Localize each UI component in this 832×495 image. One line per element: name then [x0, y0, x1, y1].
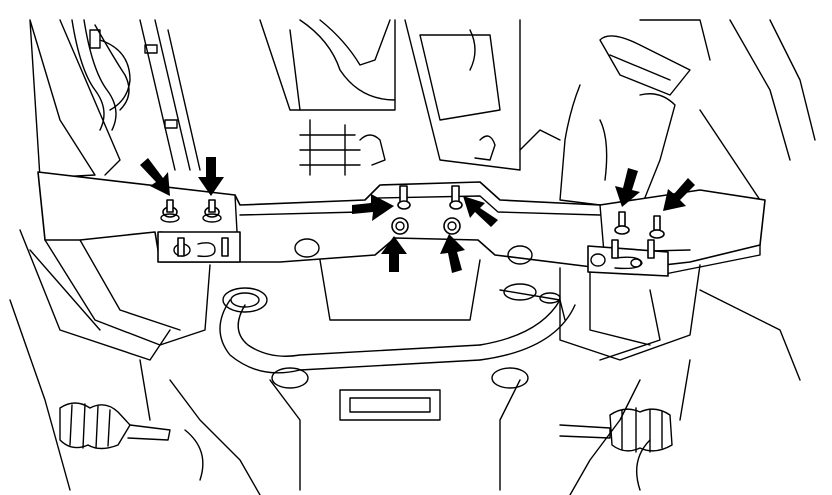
right-bracket-stud-1	[611, 239, 619, 259]
arrow-bracket-left-2	[198, 157, 224, 196]
exhaust-pipe-lower	[219, 283, 576, 374]
cv-boot-right	[559, 407, 673, 453]
frame-left-lower	[44, 239, 701, 361]
center-bolt-upper-right	[449, 185, 463, 210]
right-bracket-stud-2	[647, 239, 655, 259]
arrow-center-upper-right	[463, 196, 498, 227]
indicator-arrows	[140, 157, 695, 273]
transmission-housing	[259, 19, 521, 176]
lower-suspension	[139, 359, 691, 495]
frame-left	[9, 19, 171, 491]
left-bracket-stud-1	[177, 237, 185, 257]
right-crossmember-bolt-1	[614, 211, 630, 235]
left-bracket-stud-2	[221, 237, 229, 257]
left-crossmember-bolt-2	[202, 199, 222, 223]
crossmember-bolts	[160, 185, 665, 259]
wiring-harness	[71, 19, 201, 171]
center-bolt-upper-left	[397, 185, 411, 210]
left-crossmember-bolt-1	[160, 199, 180, 223]
arrow-bracket-right-2	[663, 178, 695, 211]
arrow-center-lower-right	[440, 234, 465, 273]
center-nut-lower-left	[391, 217, 409, 235]
exhaust-converter	[519, 19, 711, 211]
right-crossmember-bolt-2	[649, 215, 665, 239]
arrow-center-upper-left	[352, 194, 394, 221]
arrow-bracket-left-1	[140, 158, 170, 196]
arrow-bracket-right-1	[615, 168, 640, 207]
center-nut-lower-right	[443, 217, 461, 235]
arrow-center-lower-left	[381, 236, 407, 272]
cv-boot-left	[59, 402, 171, 450]
oil-pan	[269, 259, 529, 491]
